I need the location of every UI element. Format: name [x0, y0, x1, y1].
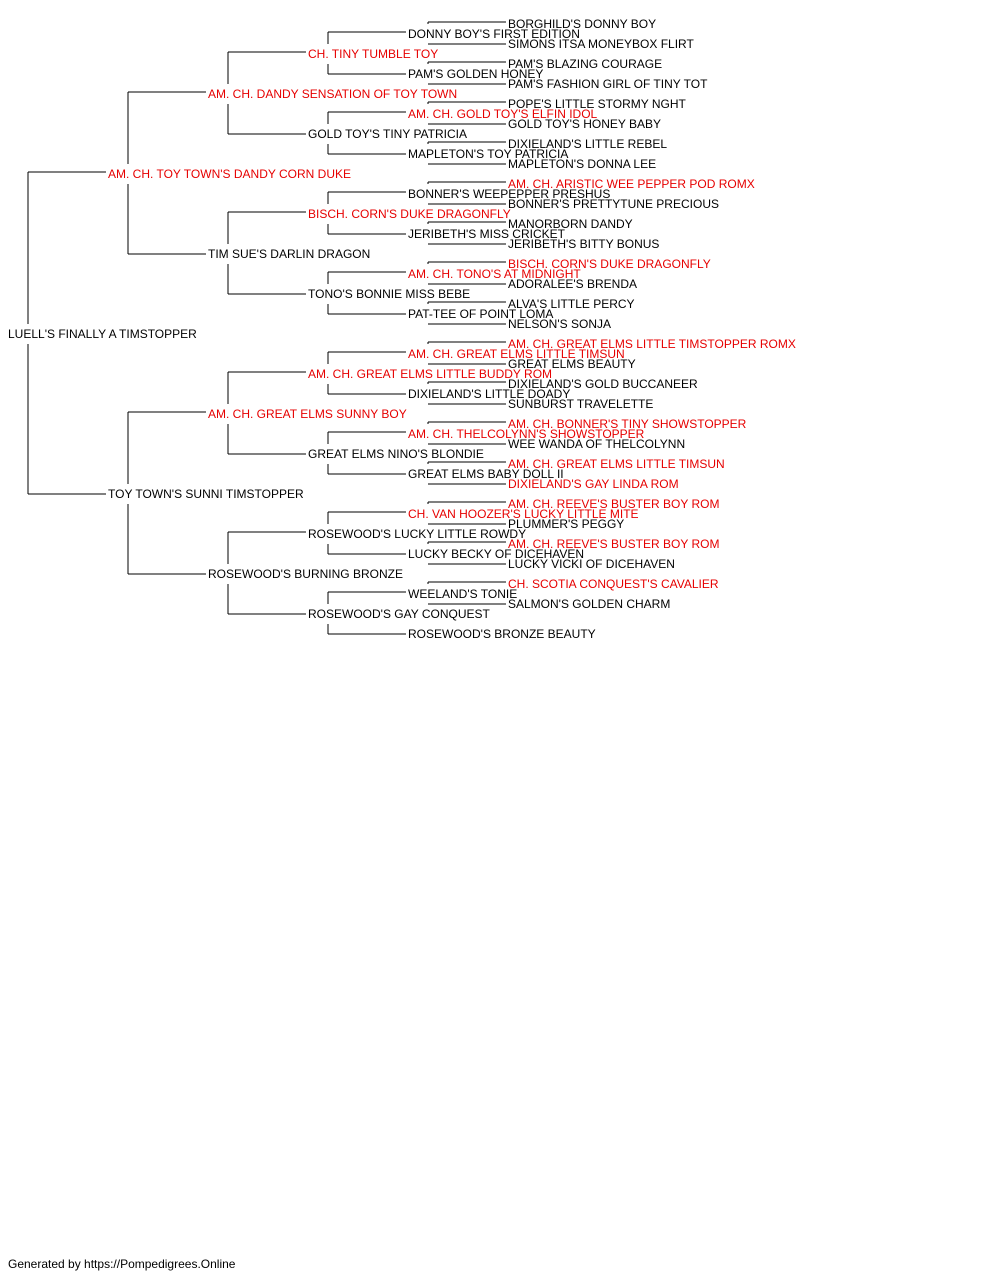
dog-name-gen5: DIXIELAND'S GOLD BUCCANEER	[508, 377, 698, 391]
dog-name-gen5: SALMON'S GOLDEN CHARM	[508, 597, 671, 611]
dog-name-gen4: AM. CH. TONO'S AT MIDNIGHT	[408, 267, 581, 281]
dog-name-gen4: JERIBETH'S MISS CRICKET	[408, 227, 565, 241]
dog-name-gen4: PAM'S GOLDEN HONEY	[408, 67, 544, 81]
dog-name-gen4: ROSEWOOD'S BRONZE BEAUTY	[408, 627, 596, 641]
dog-name-gen5: AM. CH. REEVE'S BUSTER BOY ROM	[508, 497, 720, 511]
dog-name-gen5: BISCH. CORN'S DUKE DRAGONFLY	[508, 257, 711, 271]
dog-name-gen1: AM. CH. TOY TOWN'S DANDY CORN DUKE	[108, 167, 351, 181]
dog-name-gen4: MAPLETON'S TOY PATRICIA	[408, 147, 569, 161]
dog-name-gen5: AM. CH. GREAT ELMS LITTLE TIMSUN	[508, 457, 725, 471]
dog-name-gen5: LUCKY VICKI OF DICEHAVEN	[508, 557, 675, 571]
dog-name-gen5: NELSON'S SONJA	[508, 317, 611, 331]
dog-name-gen4: AM. CH. GOLD TOY'S ELFIN IDOL	[408, 107, 598, 121]
dog-name-gen3: GOLD TOY'S TINY PATRICIA	[308, 127, 467, 141]
dog-name-gen2: AM. CH. DANDY SENSATION OF TOY TOWN	[208, 87, 458, 101]
dog-name-gen5: POPE'S LITTLE STORMY NGHT	[508, 97, 686, 111]
dog-name-gen5: ADORALEE'S BRENDA	[508, 277, 637, 291]
dog-name-gen0: LUELL'S FINALLY A TIMSTOPPER	[8, 327, 197, 341]
dog-name-gen5: AM. CH. BONNER'S TINY SHOWSTOPPER	[508, 417, 747, 431]
dog-name-gen3: AM. CH. GREAT ELMS LITTLE BUDDY ROM	[308, 367, 553, 381]
dog-name-gen5: WEE WANDA OF THELCOLYNN	[508, 437, 686, 451]
dog-name-gen5: AM. CH. REEVE'S BUSTER BOY ROM	[508, 537, 720, 551]
dog-name-gen5: GREAT ELMS BEAUTY	[508, 357, 636, 371]
dog-name-gen4: DIXIELAND'S LITTLE DOADY	[408, 387, 571, 401]
dog-name-gen5: SUNBURST TRAVELETTE	[508, 397, 654, 411]
dog-name-gen4: AM. CH. THELCOLYNN'S SHOWSTOPPER	[408, 427, 645, 441]
dog-name-gen5: ALVA'S LITTLE PERCY	[508, 297, 635, 311]
dog-name-gen4: BONNER'S WEEPEPPER PRESHUS	[408, 187, 611, 201]
dog-name-gen1: TOY TOWN'S SUNNI TIMSTOPPER	[108, 487, 304, 501]
dog-name-gen4: PAT-TEE OF POINT LOMA	[408, 307, 554, 321]
footer-credit: Generated by https://Pompedigrees.Online	[8, 1257, 236, 1271]
dog-name-gen2: AM. CH. GREAT ELMS SUNNY BOY	[208, 407, 407, 421]
dog-name-gen5: MAPLETON'S DONNA LEE	[508, 157, 657, 171]
dog-name-gen4: LUCKY BECKY OF DICEHAVEN	[408, 547, 585, 561]
dog-name-gen5: AM. CH. GREAT ELMS LITTLE TIMSTOPPER ROM…	[508, 337, 796, 351]
dog-name-gen4: AM. CH. GREAT ELMS LITTLE TIMSUN	[408, 347, 625, 361]
dog-name-gen3: BISCH. CORN'S DUKE DRAGONFLY	[308, 207, 511, 221]
dog-name-gen5: SIMONS ITSA MONEYBOX FLIRT	[508, 37, 694, 51]
dog-name-gen5: DIXIELAND'S LITTLE REBEL	[508, 137, 668, 151]
dog-name-gen5: BORGHILD'S DONNY BOY	[508, 17, 657, 31]
dog-name-gen2: ROSEWOOD'S BURNING BRONZE	[208, 567, 403, 581]
dog-name-gen5: PAM'S BLAZING COURAGE	[508, 57, 663, 71]
dog-name-gen5: MANORBORN DANDY	[508, 217, 633, 231]
dog-name-gen4: DONNY BOY'S FIRST EDITION	[408, 27, 580, 41]
dog-name-gen3: ROSEWOOD'S LUCKY LITTLE ROWDY	[308, 527, 527, 541]
dog-name-gen5: DIXIELAND'S GAY LINDA ROM	[508, 477, 679, 491]
dog-name-gen3: GREAT ELMS NINO'S BLONDIE	[308, 447, 484, 461]
dog-name-gen5: PAM'S FASHION GIRL OF TINY TOT	[508, 77, 708, 91]
dog-name-gen4: GREAT ELMS BABY DOLL II	[408, 467, 564, 481]
dog-name-gen3: CH. TINY TUMBLE TOY	[308, 47, 439, 61]
dog-name-gen5: AM. CH. ARISTIC WEE PEPPER POD ROMX	[508, 177, 755, 191]
dog-name-gen4: WEELAND'S TONIE	[408, 587, 518, 601]
dog-name-gen5: JERIBETH'S BITTY BONUS	[508, 237, 660, 251]
dog-name-gen5: PLUMMER'S PEGGY	[508, 517, 625, 531]
dog-name-gen2: TIM SUE'S DARLIN DRAGON	[208, 247, 371, 261]
dog-name-gen5: GOLD TOY'S HONEY BABY	[508, 117, 662, 131]
dog-name-gen5: BONNER'S PRETTYTUNE PRECIOUS	[508, 197, 719, 211]
dog-name-gen5: CH. SCOTIA CONQUEST'S CAVALIER	[508, 577, 719, 591]
dog-name-gen3: TONO'S BONNIE MISS BEBE	[308, 287, 471, 301]
dog-name-gen4: CH. VAN HOOZER'S LUCKY LITTLE MITE	[408, 507, 639, 521]
dog-name-gen3: ROSEWOOD'S GAY CONQUEST	[308, 607, 490, 621]
